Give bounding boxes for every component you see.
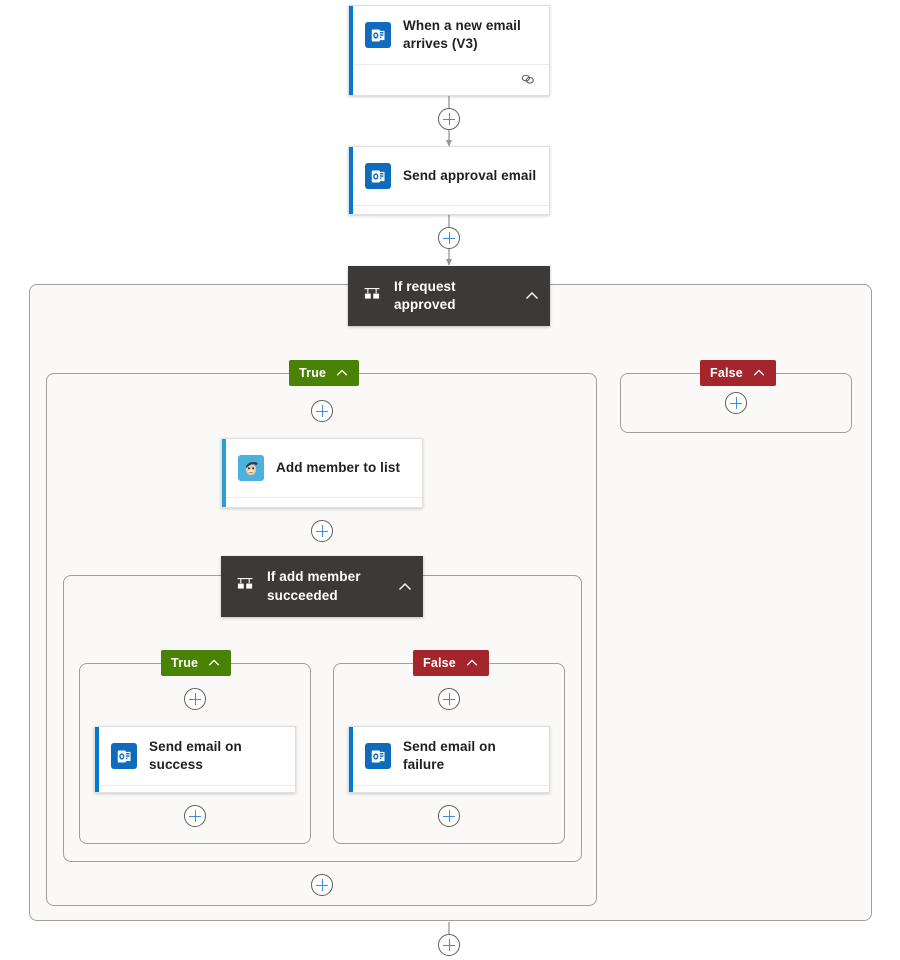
- add-step-button-before-add-member[interactable]: [311, 400, 333, 422]
- add-step-button-after-send-success[interactable]: [184, 805, 206, 827]
- card-accent-bar: [95, 727, 99, 792]
- branch-pill-label: True: [171, 656, 199, 670]
- add-step-button-before-send-failure[interactable]: [438, 688, 460, 710]
- card-title: When a new email arrives (V3): [403, 18, 521, 51]
- chevron-up-icon[interactable]: [752, 366, 766, 380]
- branch-pill-outer-true[interactable]: True: [289, 360, 360, 386]
- action-card-add-member-to-list[interactable]: Add member to list: [221, 438, 423, 508]
- card-header: Add member to list: [222, 439, 422, 497]
- outlook-icon: [365, 743, 391, 769]
- mailchimp-icon: [238, 455, 264, 481]
- card-title: Send email on success: [149, 739, 242, 772]
- card-title: Add member to list: [276, 460, 401, 476]
- action-card-send-approval-email[interactable]: Send approval email: [348, 146, 550, 215]
- card-footer: [95, 785, 295, 794]
- action-card-send-email-on-success[interactable]: Send email on success: [94, 726, 296, 793]
- condition-card-if-add-member-succeeded[interactable]: If add member succeeded: [221, 556, 423, 617]
- card-footer: [222, 497, 422, 509]
- condition-title: If request approved: [394, 278, 456, 312]
- card-header: When a new email arrives (V3): [349, 6, 549, 64]
- add-step-button-after-send-failure[interactable]: [438, 805, 460, 827]
- card-accent-bar: [349, 727, 353, 792]
- link-icon[interactable]: [266, 793, 282, 794]
- add-step-button-after-outer-condition[interactable]: [438, 934, 460, 956]
- outlook-icon: [111, 743, 137, 769]
- card-accent-bar: [349, 147, 353, 214]
- action-card-send-email-on-failure[interactable]: Send email on failure: [348, 726, 550, 793]
- link-icon[interactable]: [520, 213, 536, 216]
- branch-pill-inner-false[interactable]: False: [413, 650, 489, 676]
- branch-pill-label: False: [710, 366, 743, 380]
- card-footer: [349, 64, 549, 92]
- card-footer: [349, 205, 549, 216]
- branch-pill-label: True: [299, 366, 327, 380]
- condition-title: If add member succeeded: [267, 569, 361, 603]
- chevron-up-icon[interactable]: [335, 366, 349, 380]
- condition-icon: [235, 574, 255, 599]
- card-header: Send email on failure: [349, 727, 549, 785]
- card-header: Send approval email: [349, 147, 549, 205]
- chevron-up-icon[interactable]: [207, 656, 221, 670]
- branch-pill-label: False: [423, 656, 456, 670]
- action-card-trigger[interactable]: When a new email arrives (V3): [348, 5, 550, 96]
- add-step-button-after-inner-condition[interactable]: [311, 874, 333, 896]
- chevron-up-icon[interactable]: [397, 579, 413, 595]
- condition-card-if-request-approved[interactable]: If request approved: [348, 266, 550, 326]
- add-step-button-before-send-success[interactable]: [184, 688, 206, 710]
- condition-icon: [362, 284, 382, 309]
- card-accent-bar: [349, 6, 353, 95]
- link-icon[interactable]: [520, 72, 536, 86]
- add-step-button-after-trigger[interactable]: [438, 108, 460, 130]
- branch-pill-inner-true[interactable]: True: [161, 650, 232, 676]
- branch-pill-outer-false[interactable]: False: [700, 360, 776, 386]
- chevron-up-icon[interactable]: [465, 656, 479, 670]
- link-icon[interactable]: [520, 793, 536, 794]
- outlook-icon: [365, 163, 391, 189]
- card-title: Send email on failure: [403, 739, 496, 772]
- add-step-button-after-send-approval[interactable]: [438, 227, 460, 249]
- add-step-button-after-add-member[interactable]: [311, 520, 333, 542]
- card-title: Send approval email: [403, 168, 537, 184]
- chevron-up-icon[interactable]: [524, 288, 540, 304]
- add-step-button-outer-false-branch[interactable]: [725, 392, 747, 414]
- outlook-icon: [365, 22, 391, 48]
- card-accent-bar: [222, 439, 226, 507]
- card-header: Send email on success: [95, 727, 295, 785]
- card-footer: [349, 785, 549, 794]
- link-icon[interactable]: [393, 505, 409, 509]
